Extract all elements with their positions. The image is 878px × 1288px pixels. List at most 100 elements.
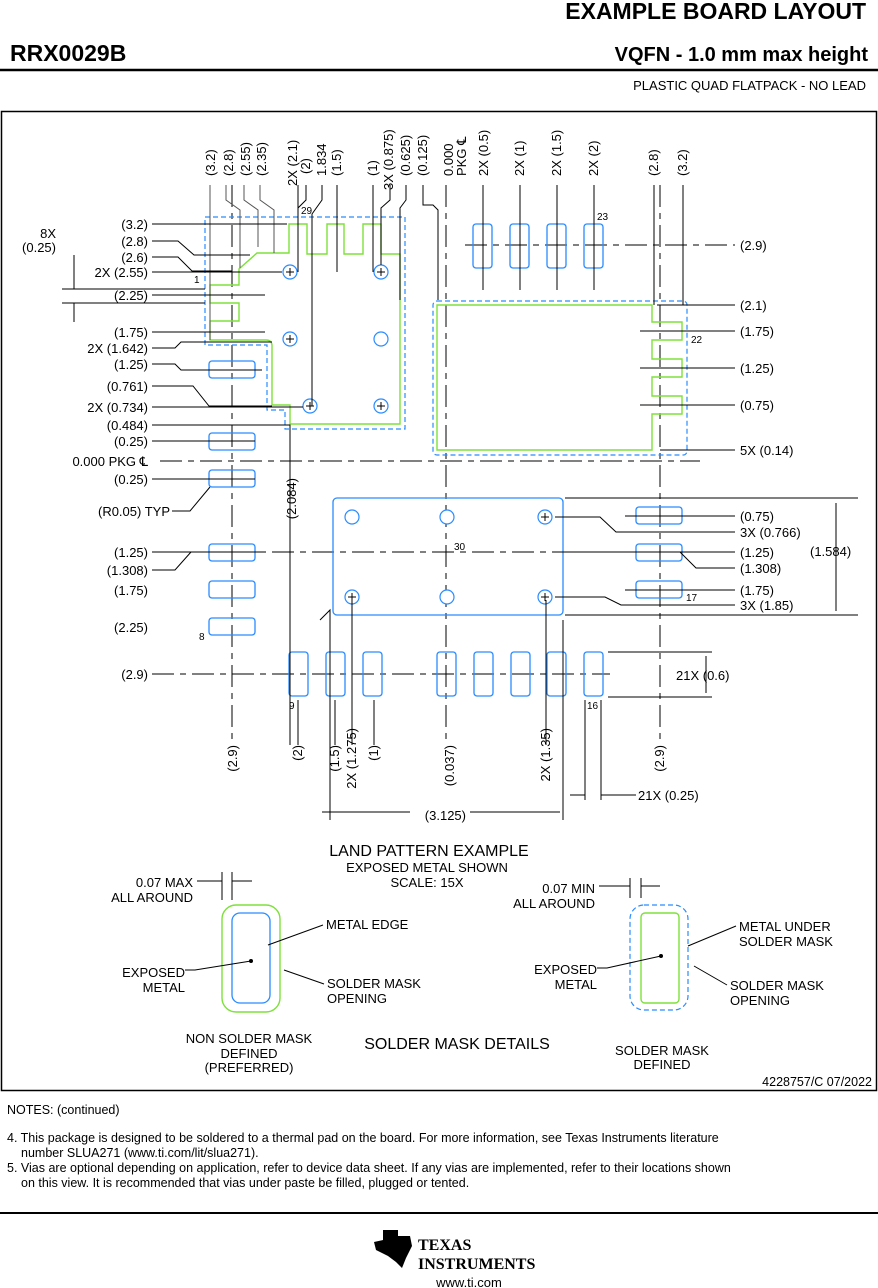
- pad: [208, 580, 256, 599]
- solder-mask-outline-right: [432, 300, 688, 456]
- dim-label: 3X (0.766): [740, 525, 801, 540]
- dim-label: (2.9): [652, 745, 667, 772]
- nsmd-name: DEFINED: [220, 1046, 277, 1061]
- dim-label: (2.8): [221, 149, 236, 176]
- logo-text-instruments: INSTRUMENTS: [418, 1256, 535, 1273]
- clearance-label: 0.07 MIN: [542, 881, 595, 896]
- dim-label: (1.25): [740, 545, 774, 560]
- dim-label: 3X (0.875): [381, 129, 396, 190]
- exposed-label: EXPOSED: [122, 965, 185, 980]
- pin-number: 1: [194, 275, 200, 286]
- pad: [362, 651, 383, 697]
- pad: [583, 651, 604, 697]
- dim-label: (3.2): [203, 149, 218, 176]
- note-4-cont: number SLUA271 (www.ti.com/lit/slua271).: [21, 1146, 259, 1160]
- solder-mask-opening: [629, 904, 689, 1011]
- dim-label: (1.75): [740, 583, 774, 598]
- solder-mask-outline: [204, 216, 406, 430]
- part-number: RRX0029B: [10, 40, 126, 66]
- opening-label: SOLDER MASK: [730, 978, 824, 993]
- pin-numbers: 29 1 23 22 30 17 8 9 16: [194, 206, 703, 712]
- dim-label: (2.9): [225, 745, 240, 772]
- exposed-metal: [231, 912, 271, 1004]
- pin-number: 22: [691, 335, 703, 346]
- note-4: 4. This package is designed to be solder…: [7, 1131, 719, 1145]
- land-pattern-title: LAND PATTERN EXAMPLE: [329, 843, 528, 860]
- dim-label: 2X (2.55): [95, 265, 148, 280]
- pin-number: 16: [587, 701, 599, 712]
- dim-label: (1.5): [327, 745, 342, 772]
- pad: [288, 651, 309, 697]
- dim-label: (1.75): [114, 583, 148, 598]
- dim-label: (1.308): [107, 563, 148, 578]
- dim-label: (2.084): [284, 478, 299, 519]
- logo-text-texas: TEXAS: [418, 1237, 471, 1254]
- metal-edge-label: METAL EDGE: [326, 917, 409, 932]
- dim-label: PKG ℄: [454, 136, 469, 176]
- dim-label: 2X (0.5): [476, 130, 491, 176]
- pin-number: 8: [199, 632, 205, 643]
- pad: [436, 651, 457, 697]
- dim-label: (0.761): [107, 379, 148, 394]
- via-center-mark: [286, 268, 294, 276]
- via: [344, 509, 360, 525]
- package-name: VQFN - 1.0 mm max height: [615, 44, 869, 66]
- metal-under-label: SOLDER MASK: [739, 934, 833, 949]
- exposed-metal: [640, 912, 680, 1004]
- dim-label: (0.25): [114, 472, 148, 487]
- pad: [546, 651, 567, 697]
- dim-label: (1.308): [740, 561, 781, 576]
- dim-label: (0.75): [740, 509, 774, 524]
- clearance-label: 0.07 MAX: [136, 875, 193, 890]
- pitch-value: (0.25): [22, 240, 56, 255]
- via: [439, 589, 455, 605]
- dim-label: (2.1): [740, 298, 767, 313]
- via-center-mark: [541, 593, 549, 601]
- thermal-pad: [332, 497, 564, 616]
- pin-number: 9: [289, 701, 295, 712]
- dim-label: 3X (1.85): [740, 598, 793, 613]
- dim-label: (1.5): [329, 149, 344, 176]
- via-center-mark: [306, 402, 314, 410]
- opening-label: OPENING: [730, 993, 790, 1008]
- dim-label: (0.484): [107, 418, 148, 433]
- dim-label: (2.25): [114, 620, 148, 635]
- pitch-count: 8X: [40, 226, 56, 241]
- dim-label: 2X (1.642): [87, 341, 148, 356]
- dim-label: 0.000: [441, 143, 456, 176]
- pad: [208, 617, 256, 636]
- dim-label: (1.584): [810, 544, 851, 559]
- right-dimension-labels: (2.9) (2.1) (1.75) (1.25) (0.75) 5X (0.1…: [638, 238, 851, 803]
- left-dimension-labels: (3.2) (2.8) (2.6) 2X (2.55) (2.25) (1.75…: [22, 217, 170, 682]
- page-title: EXAMPLE BOARD LAYOUT: [565, 0, 866, 24]
- dim-label: (1.25): [114, 357, 148, 372]
- smd-name: SOLDER MASK: [615, 1043, 709, 1058]
- note-5-cont: on this view. It is recommended that via…: [21, 1176, 469, 1190]
- dim-label: (2.9): [121, 667, 148, 682]
- dim-label: (0.75): [740, 398, 774, 413]
- dim-label: (1.75): [740, 324, 774, 339]
- dim-label: (R0.05) TYP: [98, 504, 170, 519]
- dim-label: (2.9): [740, 238, 767, 253]
- dim-label: 2X (2): [586, 141, 601, 176]
- dim-label: (3.2): [675, 149, 690, 176]
- pin-number: 23: [597, 212, 609, 223]
- dim-label: (3.2): [121, 217, 148, 232]
- dim-label: 2X (0.734): [87, 400, 148, 415]
- dim-label: (0.037): [442, 745, 457, 786]
- website-link[interactable]: www.ti.com: [435, 1275, 502, 1288]
- dim-label: (3.125): [425, 808, 466, 823]
- dim-label: (2.35): [254, 142, 269, 176]
- dim-label: (1.25): [114, 545, 148, 560]
- land-pattern-subtitle: EXPOSED METAL SHOWN: [346, 860, 508, 875]
- via-center-mark: [541, 513, 549, 521]
- dim-label: (2.55): [238, 142, 253, 176]
- dim-label: 2X (1.35): [538, 728, 553, 781]
- opening-label: SOLDER MASK: [327, 976, 421, 991]
- exposed-label: METAL: [143, 980, 185, 995]
- pad: [325, 651, 346, 697]
- via: [439, 509, 455, 525]
- dim-label: (2.25): [114, 288, 148, 303]
- dim-label: 5X (0.14): [740, 443, 793, 458]
